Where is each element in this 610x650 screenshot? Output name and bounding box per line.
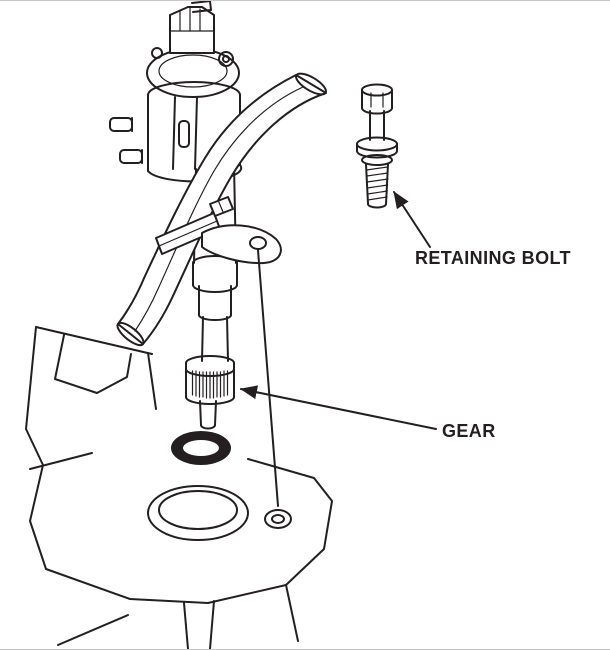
connector-plug — [169, 1, 215, 54]
label-retaining-bolt: RETAINING BOLT — [415, 248, 571, 268]
retaining-bolt-arrow — [393, 191, 431, 248]
bolt-hole — [264, 509, 292, 529]
mounting-bore — [147, 485, 249, 541]
coolant-hose — [116, 72, 327, 347]
gear-arrow — [240, 385, 437, 430]
o-ring — [171, 431, 231, 465]
cap — [146, 47, 240, 98]
engine-block — [25, 326, 333, 649]
gear-knurl — [191, 370, 229, 399]
alignment-line — [257, 249, 279, 507]
mounting-flange — [201, 224, 282, 265]
retaining-bolt — [356, 83, 398, 209]
callout-arrows — [240, 191, 437, 430]
gear — [185, 355, 235, 405]
label-gear: GEAR — [442, 421, 496, 441]
shaft-tip — [199, 400, 217, 430]
